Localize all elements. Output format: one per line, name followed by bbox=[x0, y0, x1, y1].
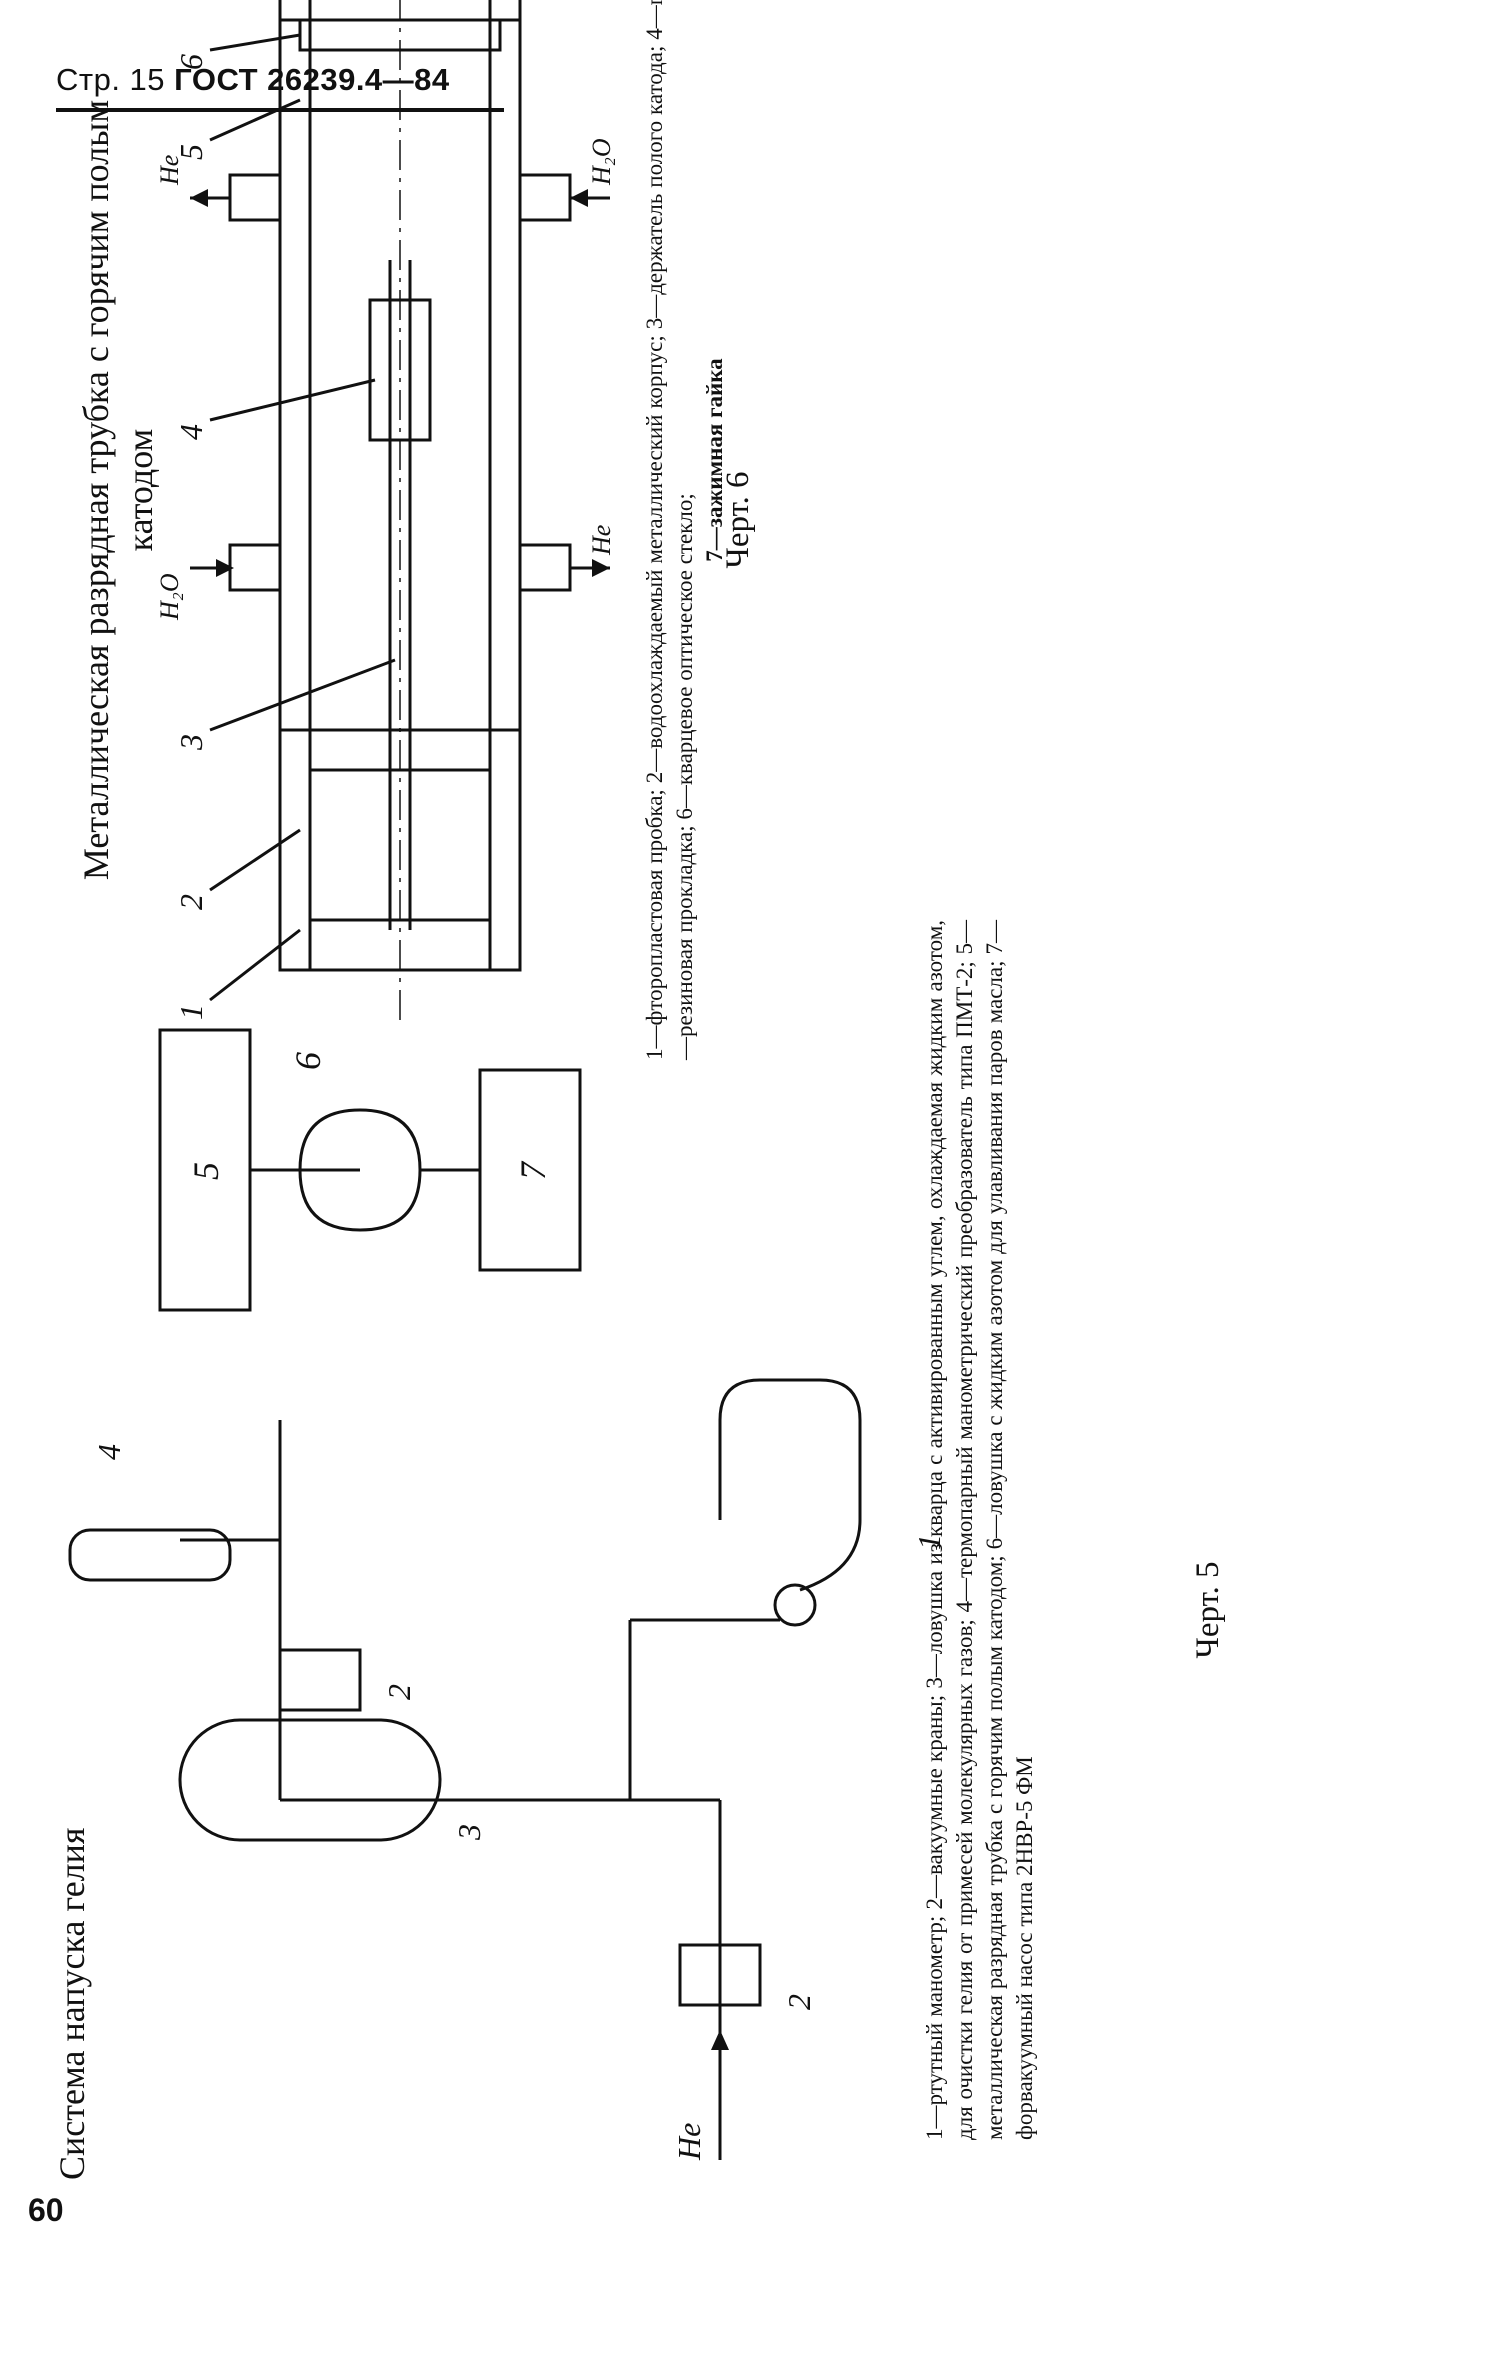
callout-4: 4 bbox=[91, 1444, 127, 1460]
callout-1: 1 bbox=[911, 1534, 947, 1550]
figure-5-title: Система напуска гелия bbox=[52, 1827, 92, 2180]
inlet-label: Не bbox=[671, 2123, 707, 2161]
figure-6-title: Металлическая разрядная трубка с горячим… bbox=[76, 99, 160, 881]
callout-4: 4 bbox=[173, 424, 209, 440]
figure-6-caption-text: 1—фторопластовая пробка; 2—водоохлаждаем… bbox=[642, 0, 697, 1060]
flow-label-bottom-left: Не bbox=[587, 525, 616, 556]
callout-6: 6 bbox=[173, 54, 209, 70]
flow-label-bottom-right: Н₂О bbox=[587, 138, 616, 186]
page-number: 60 bbox=[28, 2192, 64, 2228]
figure-5-caption: 1—ртутный манометр; 2—вакуумные краны; 3… bbox=[922, 920, 1037, 2140]
figure-6-label: Черт. 6 bbox=[720, 471, 756, 569]
callout-5: 5 bbox=[186, 1162, 226, 1180]
callout-3: 3 bbox=[451, 1824, 487, 1841]
standard-number: ГОСТ 26239.4—84 bbox=[174, 62, 450, 97]
callout-1: 1 bbox=[173, 1004, 209, 1020]
figure-5-drawing-right: 5 6 7 bbox=[158, 1028, 582, 1312]
quartz-trap bbox=[178, 1718, 442, 1842]
oil-trap bbox=[298, 1108, 422, 1232]
figure-5-drawing: Не 1 2 2 3 4 bbox=[68, 1378, 947, 2161]
callout-2: 2 bbox=[173, 894, 209, 910]
callout-5: 5 bbox=[173, 144, 209, 160]
figure-6-caption: 1—фторопластовая пробка; 2—водоохлаждаем… bbox=[640, 0, 730, 1060]
hollow-cathode bbox=[368, 298, 432, 442]
thermocouple-gauge bbox=[68, 1528, 232, 1582]
callout-3: 3 bbox=[173, 734, 209, 751]
figure-6-drawing: 1 2 3 4 5 6 7 Н₂О Не Не Н₂О bbox=[155, 0, 616, 1020]
page-label: Стр. 15 bbox=[56, 62, 166, 97]
callout-7: 7 bbox=[513, 1160, 553, 1180]
callout-2-top: 2 bbox=[381, 1684, 417, 1700]
flow-label-top-right: Не bbox=[155, 155, 184, 186]
figure-5-label: Черт. 5 bbox=[1190, 1561, 1226, 1659]
figure-5-panel: Система напуска гелия bbox=[40, 920, 1340, 2180]
figure-6-panel: Металлическая разрядная трубка с горячим… bbox=[40, 0, 760, 1230]
callout-6: 6 bbox=[288, 1052, 328, 1070]
flow-label-top-left: Н₂О bbox=[155, 573, 184, 621]
fore-pump-box bbox=[478, 1068, 582, 1272]
callout-2-left: 2 bbox=[781, 1994, 817, 2010]
